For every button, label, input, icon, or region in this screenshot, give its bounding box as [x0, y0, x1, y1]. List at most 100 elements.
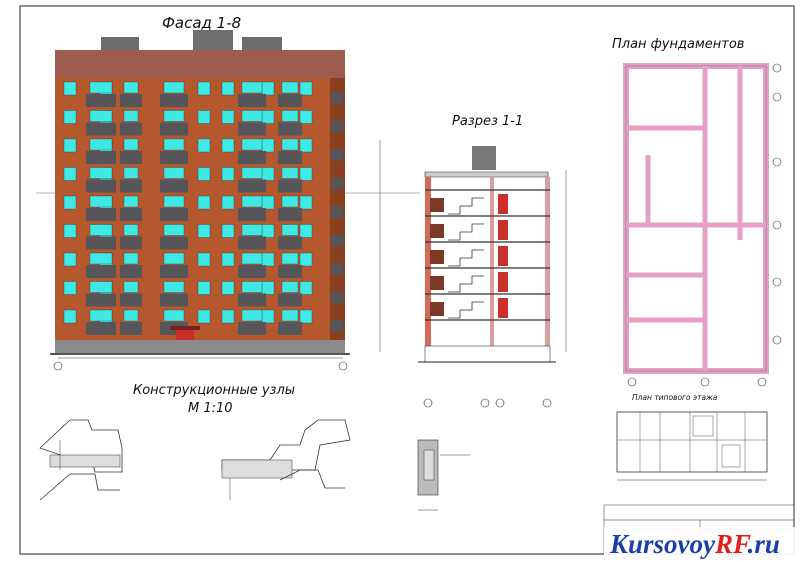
section-basement [424, 345, 551, 363]
facade-balcony-window [281, 224, 299, 236]
facade-windows [63, 81, 343, 335]
facade-balcony [86, 322, 116, 335]
roof-exit [193, 30, 233, 50]
facade-balcony [238, 265, 266, 278]
facade-side-balcony [331, 92, 343, 104]
entrance-canopy [170, 326, 200, 330]
sheet-frame [19, 5, 795, 555]
section-stair [448, 249, 484, 267]
facade-balcony-window [241, 309, 263, 322]
facade-balcony-window [89, 81, 113, 94]
foundation-axis-marker [700, 377, 710, 387]
section-stair [448, 197, 484, 215]
facade-balcony-window [241, 110, 263, 122]
facade-window [299, 167, 313, 181]
facade-balcony-window [241, 167, 263, 179]
section-axis-marker [542, 398, 552, 408]
facade-window [299, 309, 313, 324]
facade-window [221, 224, 235, 238]
foundation-axis-marker [772, 335, 782, 345]
facade-window [63, 167, 77, 181]
facade-balcony [86, 179, 116, 193]
facade-balcony [278, 122, 302, 136]
facade-side-balcony [331, 263, 343, 275]
facade-window [221, 309, 235, 324]
facade-balcony-window [163, 167, 185, 179]
facade-window [261, 252, 275, 267]
facade-balcony [86, 293, 116, 307]
watermark: KursovoyRF.ru [609, 529, 780, 559]
facade-window [197, 224, 211, 238]
facade-balcony [160, 293, 188, 307]
facade-window [261, 224, 275, 238]
typical-floor-title: План типового этажа [632, 393, 718, 402]
facade-balcony [160, 94, 188, 107]
facade-balcony [278, 179, 302, 193]
foundation-outline-inner [625, 65, 767, 372]
facade-window [221, 252, 235, 267]
facade-window [63, 110, 77, 124]
facade-balcony-window [163, 309, 185, 322]
facade-balcony-window [123, 309, 139, 322]
facade-balcony-window [123, 138, 139, 151]
facade-drawing: Фасад 1-8 [50, 14, 350, 371]
facade-balcony-window [89, 252, 113, 265]
facade-window [197, 138, 211, 153]
facade-window [197, 309, 211, 324]
foundation-axis-marker [772, 63, 782, 73]
foundation-axis-marker [627, 377, 637, 387]
facade-balcony-window [123, 110, 139, 122]
section-level-marks [379, 140, 567, 352]
section-axis-marker [495, 398, 505, 408]
facade-balcony-window [163, 252, 185, 265]
facade-window [221, 110, 235, 124]
section-axis-marker [423, 398, 433, 408]
section-drawing: Разрез 1-1 [379, 114, 567, 408]
facade-balcony-window [123, 167, 139, 179]
facade-balcony [238, 179, 266, 193]
facade-balcony-window [123, 195, 139, 208]
typical-floor-outline [616, 411, 768, 473]
facade-balcony-window [163, 195, 185, 208]
node-detail-2 [221, 419, 351, 500]
section-door [498, 220, 508, 240]
facade-balcony-window [89, 224, 113, 236]
nodes-title: Конструкционные узлы [133, 383, 295, 398]
facade-window [261, 81, 275, 96]
foundation-axis-marker [772, 92, 782, 102]
facade-window [63, 224, 77, 238]
section-door [498, 272, 508, 292]
facade-balcony [278, 94, 302, 107]
typical-floor-plan-drawing: План типового этажа [616, 393, 768, 481]
section-balcony [430, 198, 444, 212]
facade-balcony-window [241, 138, 263, 151]
facade-balcony-window [123, 224, 139, 236]
facade-window [299, 252, 313, 267]
section-door [498, 194, 508, 214]
facade-balcony [86, 151, 116, 164]
facade-balcony [160, 265, 188, 278]
facade-window [299, 138, 313, 153]
facade-balcony [160, 151, 188, 164]
facade-balcony-window [281, 81, 299, 94]
facade-side-balcony [331, 234, 343, 247]
facade-balcony [278, 293, 302, 307]
section-balcony [430, 276, 444, 290]
facade-window [261, 195, 275, 210]
facade-side-balcony [331, 291, 343, 304]
facade-window [221, 281, 235, 295]
facade-balcony-window [89, 309, 113, 322]
facade-balcony [120, 179, 142, 193]
facade-window [299, 110, 313, 124]
facade-window [63, 309, 77, 324]
facade-window [299, 224, 313, 238]
facade-balcony [278, 322, 302, 335]
facade-balcony-window [241, 195, 263, 208]
facade-window [63, 81, 77, 96]
watermark-kursovoy: Kursovoy [609, 529, 716, 559]
facade-balcony [238, 94, 266, 107]
parapet [55, 50, 345, 78]
facade-balcony [120, 151, 142, 164]
facade-window [197, 167, 211, 181]
facade-balcony [86, 122, 116, 136]
